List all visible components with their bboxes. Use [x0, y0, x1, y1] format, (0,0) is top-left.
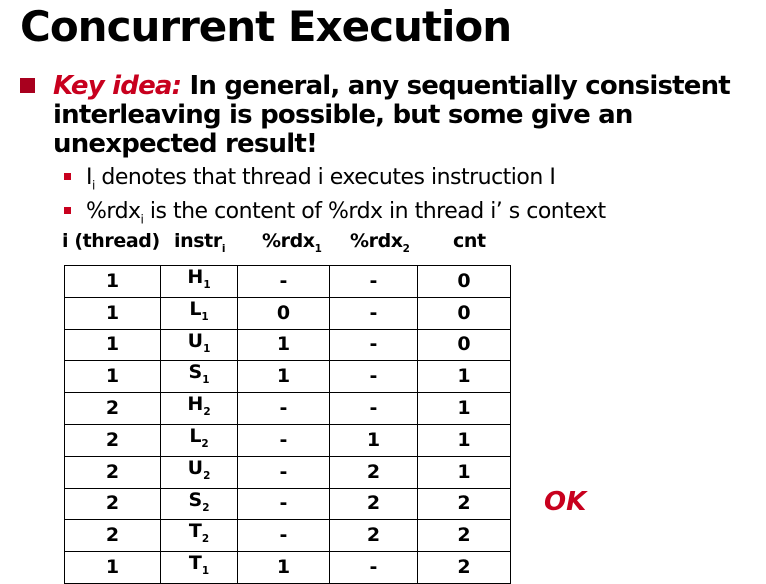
instr-subscript: i: [92, 178, 95, 193]
header-thread: i (thread): [62, 230, 160, 252]
cnt-cell: 1: [417, 392, 511, 425]
rdx1-cell: -: [237, 487, 330, 521]
header-instr: instri: [174, 230, 225, 255]
cnt-cell: 1: [417, 423, 511, 457]
square-bullet-icon: [20, 78, 35, 93]
rdx1-cell: 0: [237, 296, 330, 330]
cnt-cell: 0: [417, 328, 511, 362]
instr-cell: U2: [160, 455, 238, 489]
key-idea-text: Key idea: In general, any sequentially c…: [53, 72, 750, 159]
rdx2-cell: -: [329, 392, 418, 425]
cnt-cell: 2: [417, 551, 511, 584]
cnt-cell: 2: [417, 519, 511, 553]
cnt-cell: 1: [417, 360, 511, 394]
rdx1-cell: 1: [237, 328, 330, 362]
thread-cell: 1: [64, 360, 161, 394]
reg-symbol: %rdx: [86, 199, 141, 224]
rdx1-cell: -: [237, 455, 330, 489]
small-square-bullet-icon: [64, 173, 71, 180]
rdx2-cell: 1: [329, 423, 418, 457]
small-square-bullet-icon: [64, 207, 71, 214]
instr-cell: L1: [160, 296, 238, 330]
cnt-cell: 0: [417, 296, 511, 330]
header-rdx2: %rdx2: [350, 230, 410, 255]
rdx1-cell: 1: [237, 360, 330, 394]
thread-cell: 2: [64, 487, 161, 521]
reg-subscript: i: [140, 212, 144, 227]
rdx1-cell: -: [237, 392, 330, 425]
instr-cell: H1: [160, 265, 238, 298]
rdx1-cell: -: [237, 519, 330, 553]
instr-cell: L2: [160, 423, 238, 457]
slide-title: Concurrent Execution: [20, 2, 512, 51]
key-idea-body: In general, any sequentially consistent …: [53, 71, 731, 159]
rdx2-cell: 2: [329, 455, 418, 489]
instr-cell: H2: [160, 392, 238, 425]
instr-cell: T2: [160, 519, 238, 553]
sub-bullet-register-text: %rdxi is the content of %rdx in thread i…: [86, 199, 606, 227]
rdx1-cell: -: [237, 265, 330, 298]
rdx2-cell: 2: [329, 487, 418, 521]
thread-cell: 2: [64, 392, 161, 425]
rdx2-cell: -: [329, 328, 418, 362]
rdx2-cell: -: [329, 360, 418, 394]
rdx2-cell: -: [329, 296, 418, 330]
instr-cell: T1: [160, 551, 238, 584]
thread-cell: 2: [64, 423, 161, 457]
instr-desc: denotes that thread i executes instructi…: [94, 165, 556, 190]
header-rdx1: %rdx1: [262, 230, 322, 255]
thread-cell: 1: [64, 551, 161, 584]
cnt-cell: 1: [417, 455, 511, 489]
sub-bullet-register: %rdxi is the content of %rdx in thread i…: [64, 199, 606, 226]
result-ok-label: OK: [544, 487, 587, 517]
header-cnt: cnt: [453, 230, 486, 252]
instr-cell: S1: [160, 360, 238, 394]
thread-cell: 2: [64, 519, 161, 553]
key-idea-bullet: Key idea: In general, any sequentially c…: [20, 72, 750, 159]
rdx2-cell: 2: [329, 519, 418, 553]
instr-symbol: I: [86, 165, 93, 190]
cnt-cell: 2: [417, 487, 511, 521]
instr-cell: U1: [160, 328, 238, 362]
instr-cell: S2: [160, 487, 238, 521]
sub-bullet-instruction-text: Ii denotes that thread i executes instru…: [86, 165, 556, 193]
rdx2-cell: -: [329, 551, 418, 584]
reg-desc: is the content of %rdx in thread i’ s co…: [143, 199, 606, 224]
key-idea-label: Key idea:: [53, 71, 182, 101]
thread-cell: 1: [64, 296, 161, 330]
thread-cell: 2: [64, 455, 161, 489]
cnt-cell: 0: [417, 265, 511, 298]
thread-cell: 1: [64, 265, 161, 298]
rdx1-cell: -: [237, 423, 330, 457]
sub-bullet-instruction: Ii denotes that thread i executes instru…: [64, 165, 556, 193]
rdx1-cell: 1: [237, 551, 330, 584]
rdx2-cell: -: [329, 265, 418, 298]
thread-cell: 1: [64, 328, 161, 362]
